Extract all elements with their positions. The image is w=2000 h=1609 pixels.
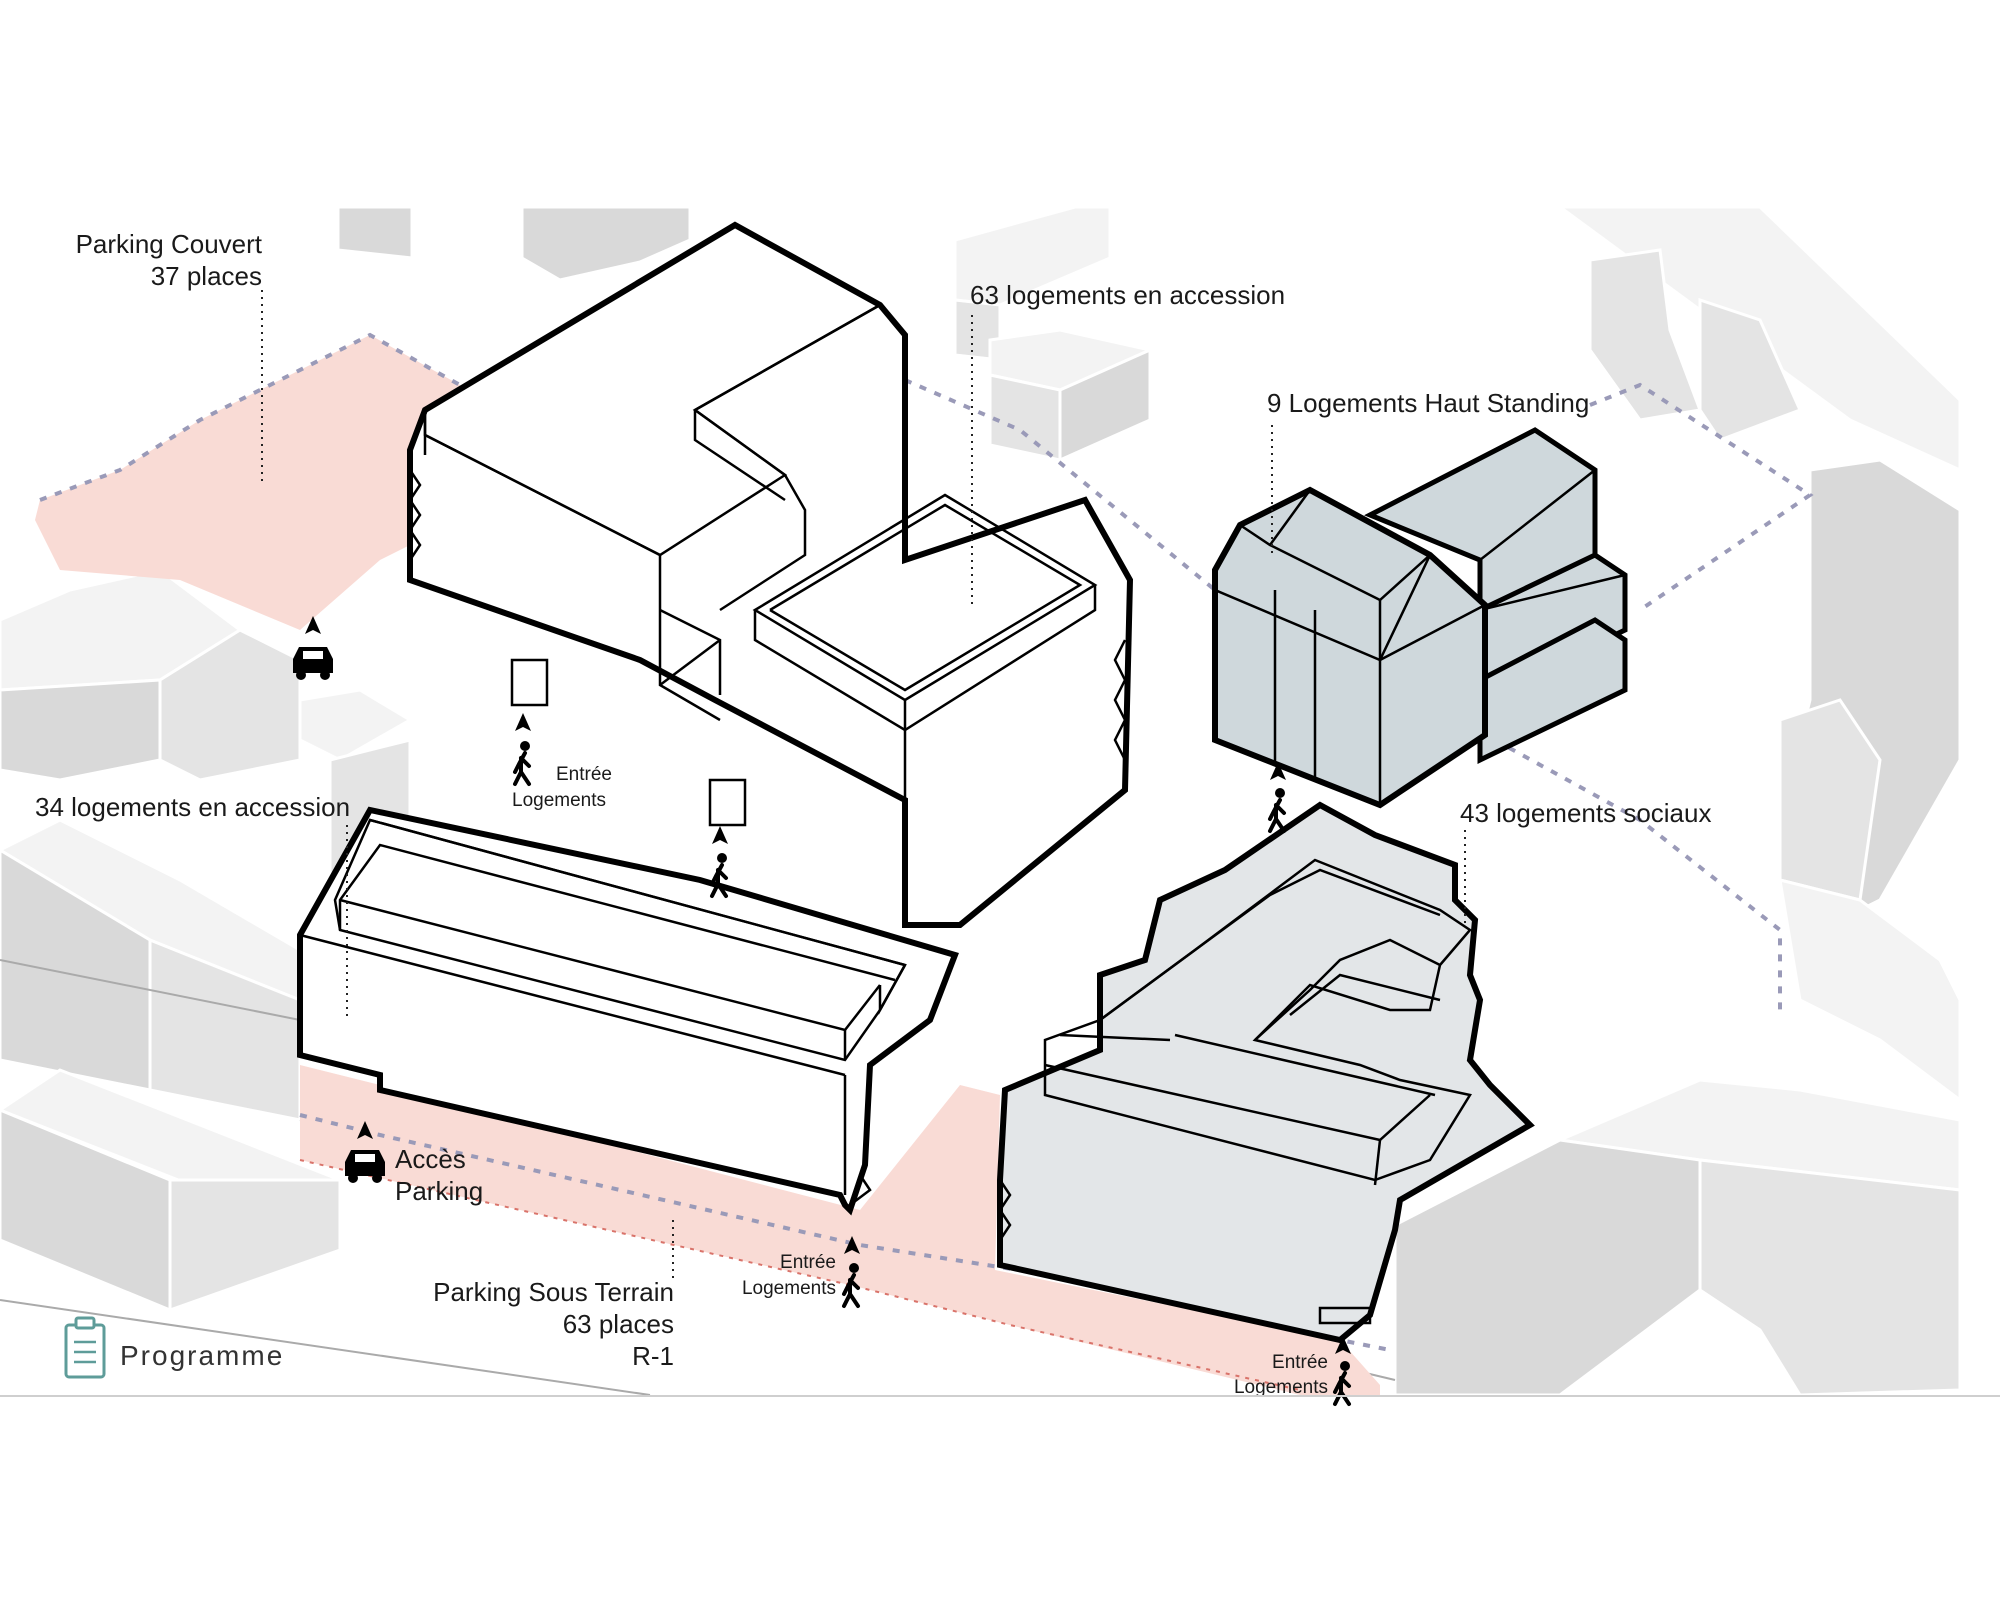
clipboard-icon xyxy=(64,1316,106,1379)
context-block xyxy=(298,688,413,762)
label-entree-3a: Entrée xyxy=(780,1252,836,1273)
label-63-accession: 63 logements en accession xyxy=(970,280,1285,310)
label-43-sociaux: 43 logements sociaux xyxy=(1460,798,1711,828)
pedestrian-icon xyxy=(513,739,532,786)
label-entree-4a: Entrée xyxy=(1272,1352,1328,1373)
label-entree-1a: Entrée xyxy=(556,764,612,785)
label-34-accession: 34 logements en accession xyxy=(35,792,350,822)
context-block xyxy=(1698,1158,1962,1397)
label-parking-couvert-title: Parking Couvert xyxy=(76,229,263,259)
leader-lines xyxy=(261,290,1466,1280)
door xyxy=(510,658,549,707)
label-entree-4b: Logements xyxy=(1234,1377,1328,1398)
context-block xyxy=(520,205,692,282)
label-parking-sous-2: 63 places xyxy=(563,1309,674,1339)
label-9-haut-standing: 9 Logements Haut Standing xyxy=(1267,388,1589,418)
arrow-up-icon xyxy=(515,713,531,731)
context-buildings xyxy=(0,205,1962,1397)
context-block xyxy=(1778,877,1962,1103)
label-acces-parking-2: Parking xyxy=(395,1176,483,1206)
parking-couvert-area xyxy=(35,332,461,630)
label-parking-sous-1: Parking Sous Terrain xyxy=(433,1277,674,1307)
label-parking-sous-3: R-1 xyxy=(632,1341,674,1371)
labels: Parking Couvert 37 places 63 logements e… xyxy=(35,229,1711,1398)
context-block xyxy=(0,678,162,782)
car-icon xyxy=(293,647,333,680)
arrow-up-icon xyxy=(712,826,728,844)
pedestrian-icon xyxy=(1268,786,1287,833)
label-acces-parking-1: Accès xyxy=(395,1144,466,1174)
label-parking-couvert-places: 37 places xyxy=(151,261,262,291)
building-9-haut-standing xyxy=(1212,427,1628,809)
context-block xyxy=(988,373,1062,462)
label-entree-1b: Logements xyxy=(512,790,606,811)
door xyxy=(1318,1306,1372,1325)
building-43-sociaux xyxy=(997,801,1535,1344)
legend-title: Programme xyxy=(120,1340,284,1371)
context-block xyxy=(1058,347,1152,463)
context-block xyxy=(168,1178,342,1313)
door xyxy=(708,778,747,827)
building-63-accession xyxy=(407,221,1134,928)
label-entree-3b: Logements xyxy=(742,1278,836,1299)
context-block xyxy=(336,205,414,260)
car-icon xyxy=(345,1150,385,1183)
site-boundary xyxy=(904,378,1814,1015)
context-block xyxy=(1778,698,1882,902)
context-block xyxy=(1698,297,1803,442)
legend: Programme xyxy=(64,1316,284,1379)
building-34-accession xyxy=(297,806,959,1216)
